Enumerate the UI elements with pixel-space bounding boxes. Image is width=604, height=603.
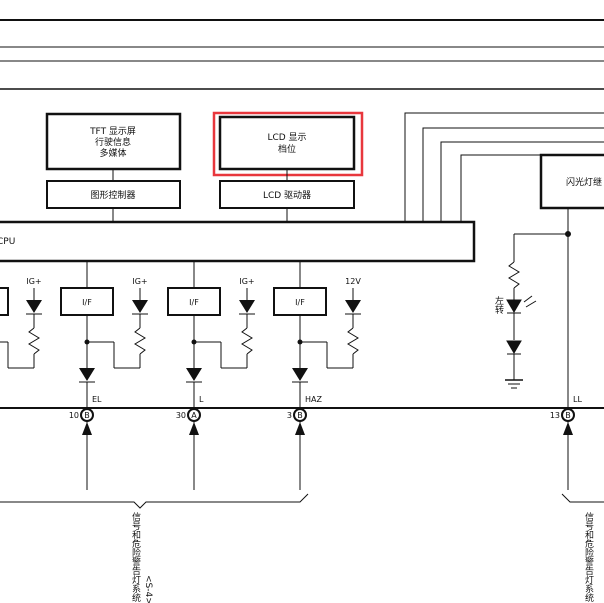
connector-4-letter: B bbox=[565, 411, 571, 420]
left-turn-indicator bbox=[505, 208, 571, 389]
lcd-label-1: LCD 显示 bbox=[267, 132, 306, 143]
interface-label-1: I/F bbox=[82, 298, 92, 307]
system-note-left: 信号和危险警告灯系统 bbox=[130, 511, 141, 603]
supply-label-1: IG+ bbox=[26, 277, 41, 286]
connector-1-letter: B bbox=[84, 411, 90, 420]
connectors: B 10 A 30 B 3 B 13 bbox=[69, 408, 575, 490]
cpu-label: CPU bbox=[0, 237, 15, 247]
lcd-driver-label: LCD 驱动器 bbox=[263, 190, 311, 201]
output-label-el: EL bbox=[92, 395, 102, 404]
left-turn-label: 左转 bbox=[493, 295, 504, 315]
graphic-controller-block: 图形控制器 bbox=[46, 169, 181, 222]
tft-label-3: 多媒体 bbox=[99, 147, 126, 159]
lcd-label-2: 档位 bbox=[278, 143, 296, 155]
highlight-frame bbox=[212, 111, 364, 177]
graphic-controller-label: 图形控制器 bbox=[90, 189, 135, 201]
output-label-haz: HAZ bbox=[305, 395, 322, 404]
interface-label-2: I/F bbox=[189, 298, 199, 307]
right-side-wiring bbox=[404, 112, 604, 222]
header-lines bbox=[0, 19, 604, 90]
connector-2-pin: 30 bbox=[176, 411, 186, 420]
supply-label-3: IG+ bbox=[239, 277, 254, 286]
connector-2: A 30 bbox=[176, 408, 201, 490]
flasher-block: 闪光灯继 bbox=[539, 153, 604, 210]
supply-label-2: IG+ bbox=[132, 277, 147, 286]
system-brace-left bbox=[0, 493, 309, 509]
connector-4-pin: 13 bbox=[550, 411, 560, 420]
supply-label-4: 12V bbox=[345, 277, 361, 286]
tft-label-2: 行驶信息 bbox=[95, 136, 131, 148]
connector-3-pin: 3 bbox=[287, 411, 292, 420]
connector-1: B 10 bbox=[69, 408, 94, 490]
lcd-display-block: LCD 显示 档位 bbox=[212, 111, 364, 177]
output-label-l: L bbox=[199, 395, 204, 404]
tft-label-1: TFT 显示屏 bbox=[89, 126, 136, 137]
system-note-right: 信号和危险警告灯系统 bbox=[583, 511, 594, 603]
system-brace-right bbox=[561, 493, 604, 503]
cpu-block: CPU bbox=[0, 220, 476, 263]
output-label-ll: LL bbox=[573, 395, 582, 404]
lcd-driver-block: LCD 驱动器 bbox=[219, 169, 355, 222]
connector-3: B 3 bbox=[287, 408, 307, 490]
interface-channels bbox=[0, 261, 361, 408]
connector-1-pin: 10 bbox=[69, 411, 79, 420]
connector-2-letter: A bbox=[191, 411, 197, 420]
interface-label-3: I/F bbox=[295, 298, 305, 307]
connector-4: B 13 bbox=[550, 408, 575, 490]
system-note-left-ref: <S-4> bbox=[143, 575, 153, 603]
connector-3-letter: B bbox=[297, 411, 303, 420]
tft-display-block: TFT 显示屏 行驶信息 多媒体 bbox=[45, 112, 182, 171]
flasher-label: 闪光灯继 bbox=[566, 176, 602, 188]
